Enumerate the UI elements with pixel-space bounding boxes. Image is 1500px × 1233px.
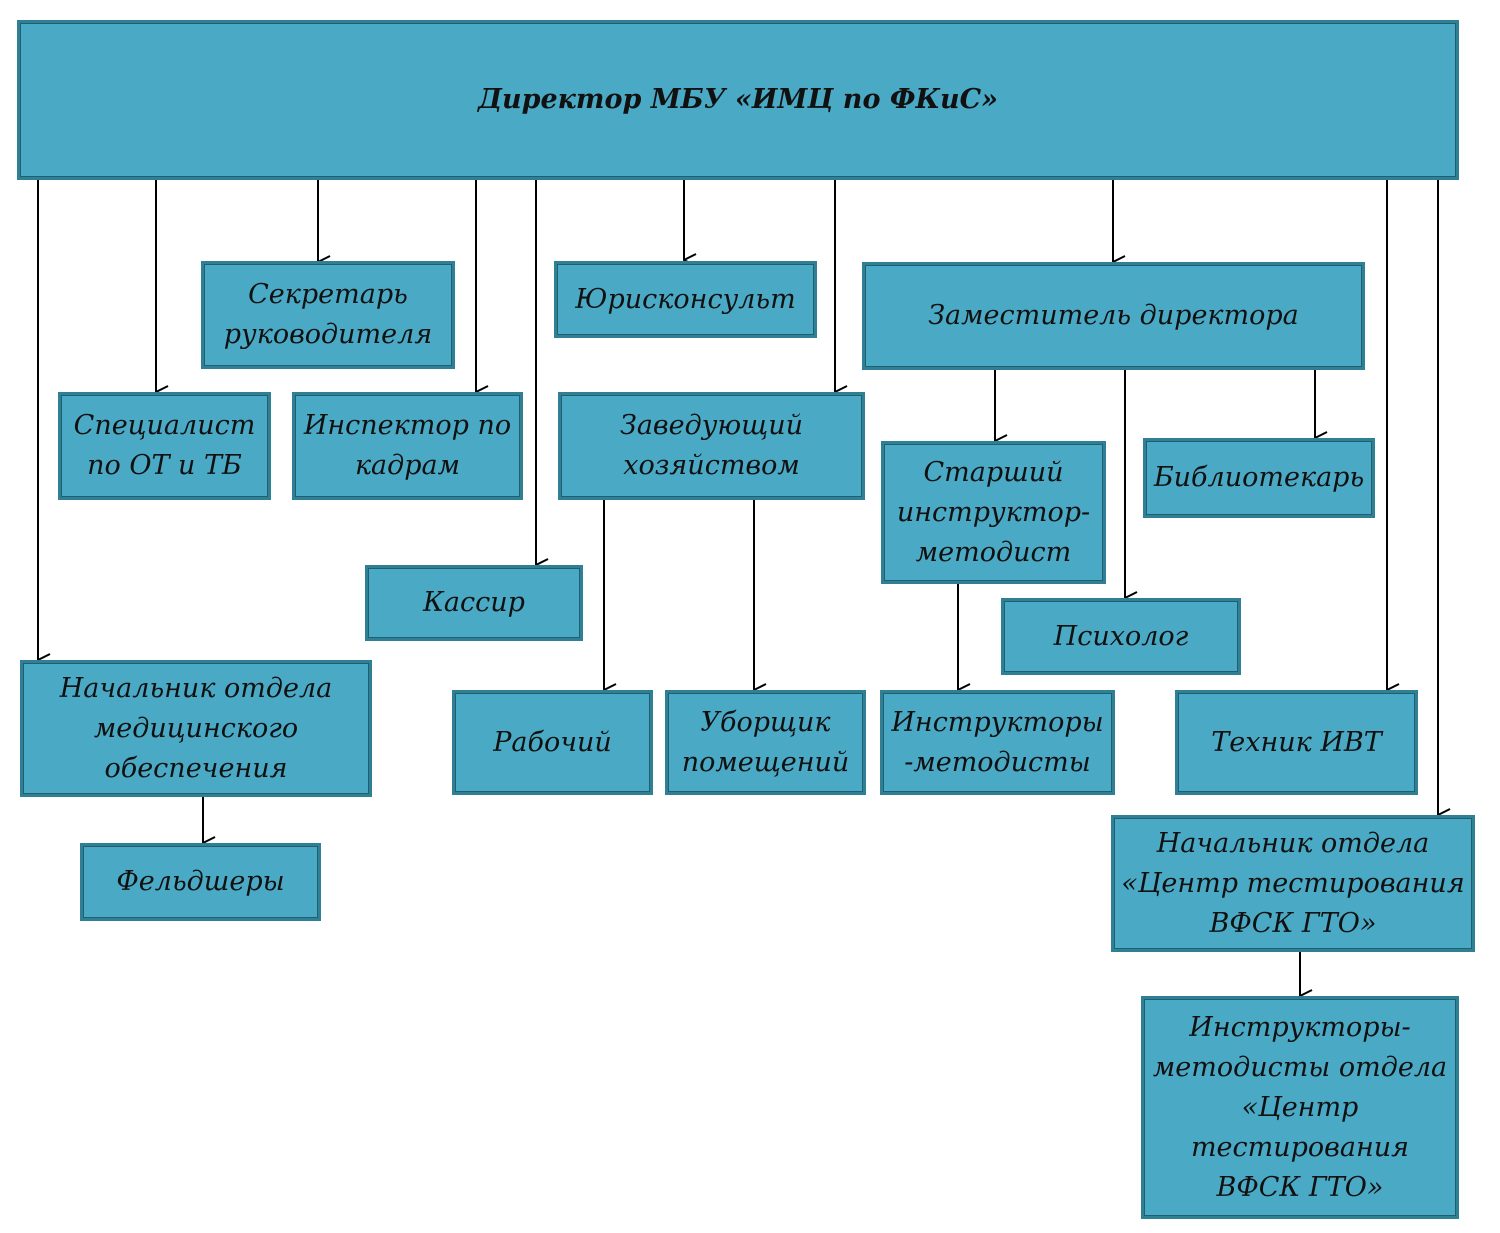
cleaner-box: Уборщик помещений — [665, 690, 866, 795]
gto-head-label: Начальник отдела «Центр тестирования ВФС… — [1121, 827, 1465, 939]
librarian-label: Библиотекарь — [1153, 462, 1365, 493]
medical-head-label: Начальник отдела медицинского обеспечени… — [59, 672, 333, 784]
senior-instructor-box: Старший инструктор- методист — [881, 441, 1106, 584]
librarian-box: Библиотекарь — [1143, 438, 1375, 518]
housekeeper-label: Заведующий хозяйством — [620, 410, 803, 481]
hr-inspector-label: Инспектор по кадрам — [303, 410, 512, 481]
ot-specialist-label: Специалист по ОТ и ТБ — [73, 410, 256, 481]
gto-instructors-label: Инструкторы- методисты отдела «Центр тес… — [1152, 1011, 1448, 1203]
it-tech-box: Техник ИВТ — [1175, 690, 1418, 795]
ot-specialist-box: Специалист по ОТ и ТБ — [58, 392, 271, 500]
lawyer-box: Юрисконсульт — [554, 261, 817, 338]
gto-head-box: Начальник отдела «Центр тестирования ВФС… — [1111, 815, 1475, 952]
it-tech-label: Техник ИВТ — [1211, 726, 1382, 758]
worker-label: Рабочий — [493, 726, 612, 758]
cleaner-label: Уборщик помещений — [681, 706, 850, 778]
deputy-label: Заместитель директора — [928, 300, 1299, 331]
hr-inspector-box: Инспектор по кадрам — [292, 392, 523, 500]
senior-instructor-label: Старший инструктор- методист — [896, 456, 1091, 568]
secretary-label: Секретарь руководителя — [223, 279, 433, 350]
instructors-label: Инструкторы -методисты — [891, 706, 1104, 778]
cashier-label: Кассир — [423, 587, 525, 618]
instructors-box: Инструкторы -методисты — [880, 690, 1115, 795]
worker-box: Рабочий — [452, 690, 653, 795]
housekeeper-box: Заведующий хозяйством — [558, 392, 865, 500]
gto-instructors-box: Инструкторы- методисты отдела «Центр тес… — [1141, 996, 1459, 1219]
psychologist-box: Психолог — [1001, 598, 1241, 675]
deputy-box: Заместитель директора — [862, 262, 1365, 370]
cashier-box: Кассир — [365, 565, 583, 641]
psychologist-label: Психолог — [1053, 620, 1189, 652]
director-box: Директор МБУ «ИМЦ по ФКиС» — [17, 20, 1459, 180]
secretary-box: Секретарь руководителя — [201, 261, 455, 369]
medical-head-box: Начальник отдела медицинского обеспечени… — [20, 660, 372, 797]
paramedics-label: Фельдшеры — [116, 866, 285, 897]
lawyer-label: Юрисконсульт — [575, 283, 796, 315]
director-label: Директор МБУ «ИМЦ по ФКиС» — [477, 84, 999, 115]
paramedics-box: Фельдшеры — [80, 843, 321, 921]
